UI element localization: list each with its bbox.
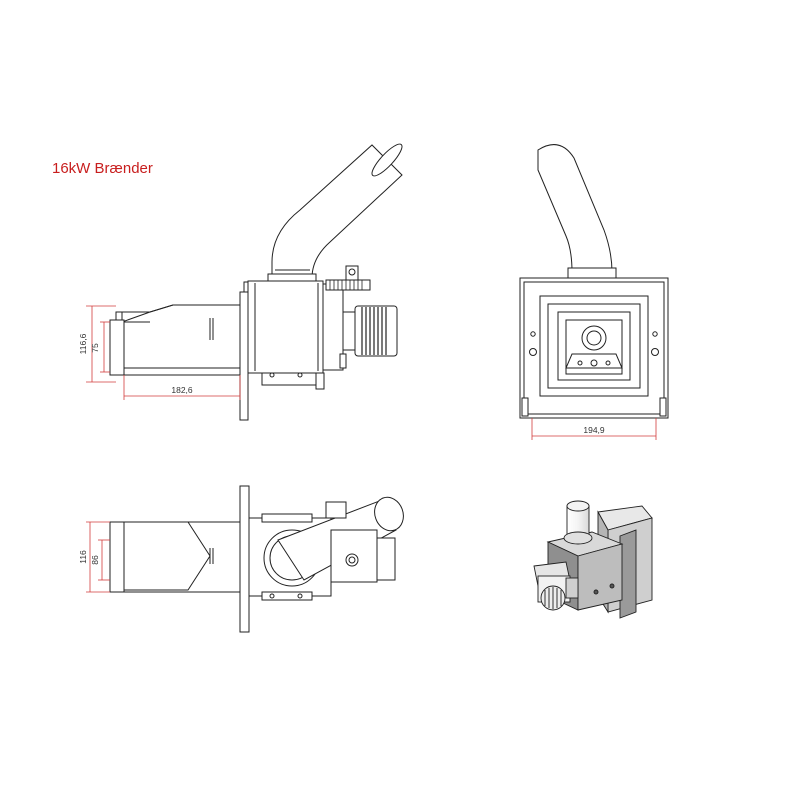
dim-top-height-inner: 86: [90, 555, 100, 565]
combustion-tube: [115, 304, 241, 376]
dim-side-height-inner: 75: [90, 343, 100, 353]
side-view: [109, 143, 403, 421]
mounting-flange-top: [239, 485, 250, 633]
dim-side-length: 182,6: [171, 385, 193, 395]
gear-ring: [325, 279, 371, 291]
side-view-dimensions: [86, 305, 241, 400]
top-view: [109, 485, 404, 633]
combustion-tube-top: [109, 521, 241, 593]
fan-motor: [354, 305, 398, 357]
front-view: [519, 144, 669, 419]
dim-front-width: 194,9: [583, 425, 605, 435]
isometric-view: [533, 500, 653, 619]
burner-body: [247, 280, 324, 374]
mounting-flange: [239, 291, 249, 421]
dim-top-height-total: 116: [78, 550, 88, 564]
feed-tube-front: [537, 144, 613, 273]
dim-side-height-total: 116,6: [78, 333, 88, 354]
top-view-dimensions: [86, 521, 110, 593]
front-view-dimensions: [531, 418, 657, 440]
drawing-title: 16kW Brænder: [52, 160, 153, 177]
